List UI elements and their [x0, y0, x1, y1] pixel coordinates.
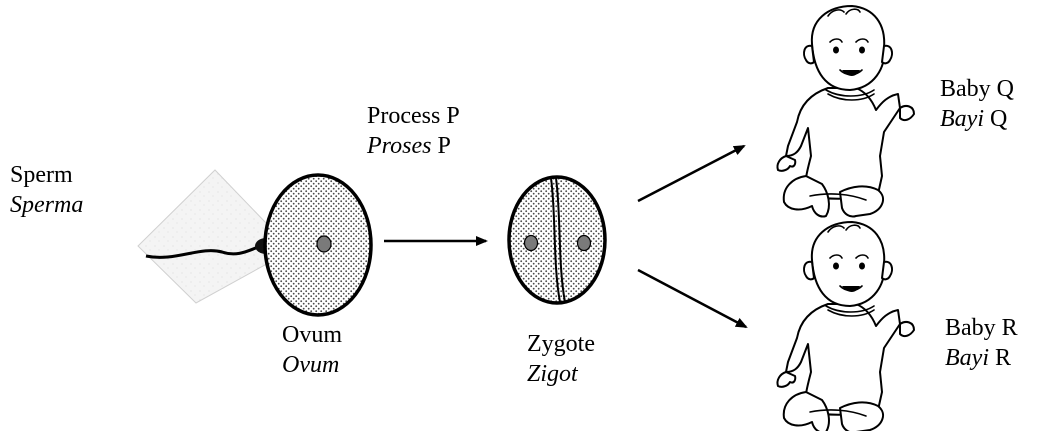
ovum-label: Ovum Ovum — [282, 320, 342, 380]
zygote-label: Zygote Zigot — [527, 329, 595, 389]
ovum-label-ms: Ovum — [282, 352, 340, 378]
process-label-ms-suffix: P — [437, 133, 451, 159]
ovum-icon — [263, 173, 373, 317]
baby-r-label-en: Baby R — [945, 315, 1018, 341]
zygote-label-en: Zygote — [527, 331, 595, 357]
baby-q-label-ms-word: Bayi — [940, 106, 984, 132]
arrow-to-baby-r-icon — [637, 268, 748, 329]
ovum-label-en: Ovum — [282, 322, 342, 348]
process-label-en: Process P — [367, 103, 460, 129]
baby-q-label: Baby Q Bayi Q — [940, 74, 1014, 134]
process-label-ms: Proses P — [367, 131, 460, 161]
process-label-ms-word: Proses — [367, 133, 432, 159]
baby-r-icon — [776, 221, 915, 431]
process-label: Process P Proses P — [367, 101, 460, 161]
sperm-label: Sperm Sperma — [10, 160, 83, 220]
baby-q-label-en: Baby Q — [940, 76, 1014, 102]
baby-r-label-ms-word: Bayi — [945, 345, 989, 371]
baby-q-label-ms: Bayi Q — [940, 104, 1014, 134]
baby-q-icon — [776, 5, 915, 218]
sperm-label-ms: Sperma — [10, 192, 84, 218]
baby-r-label-ms: Bayi R — [945, 343, 1018, 373]
zygote-label-ms: Zigot — [527, 361, 578, 387]
arrow-to-baby-q-icon — [637, 144, 746, 203]
baby-r-label: Baby R Bayi R — [945, 313, 1018, 373]
sperm-label-en: Sperm — [10, 162, 73, 188]
baby-q-label-ms-suffix: Q — [989, 106, 1008, 132]
baby-r-label-ms-suffix: R — [994, 345, 1011, 371]
zygote-icon — [507, 175, 607, 305]
